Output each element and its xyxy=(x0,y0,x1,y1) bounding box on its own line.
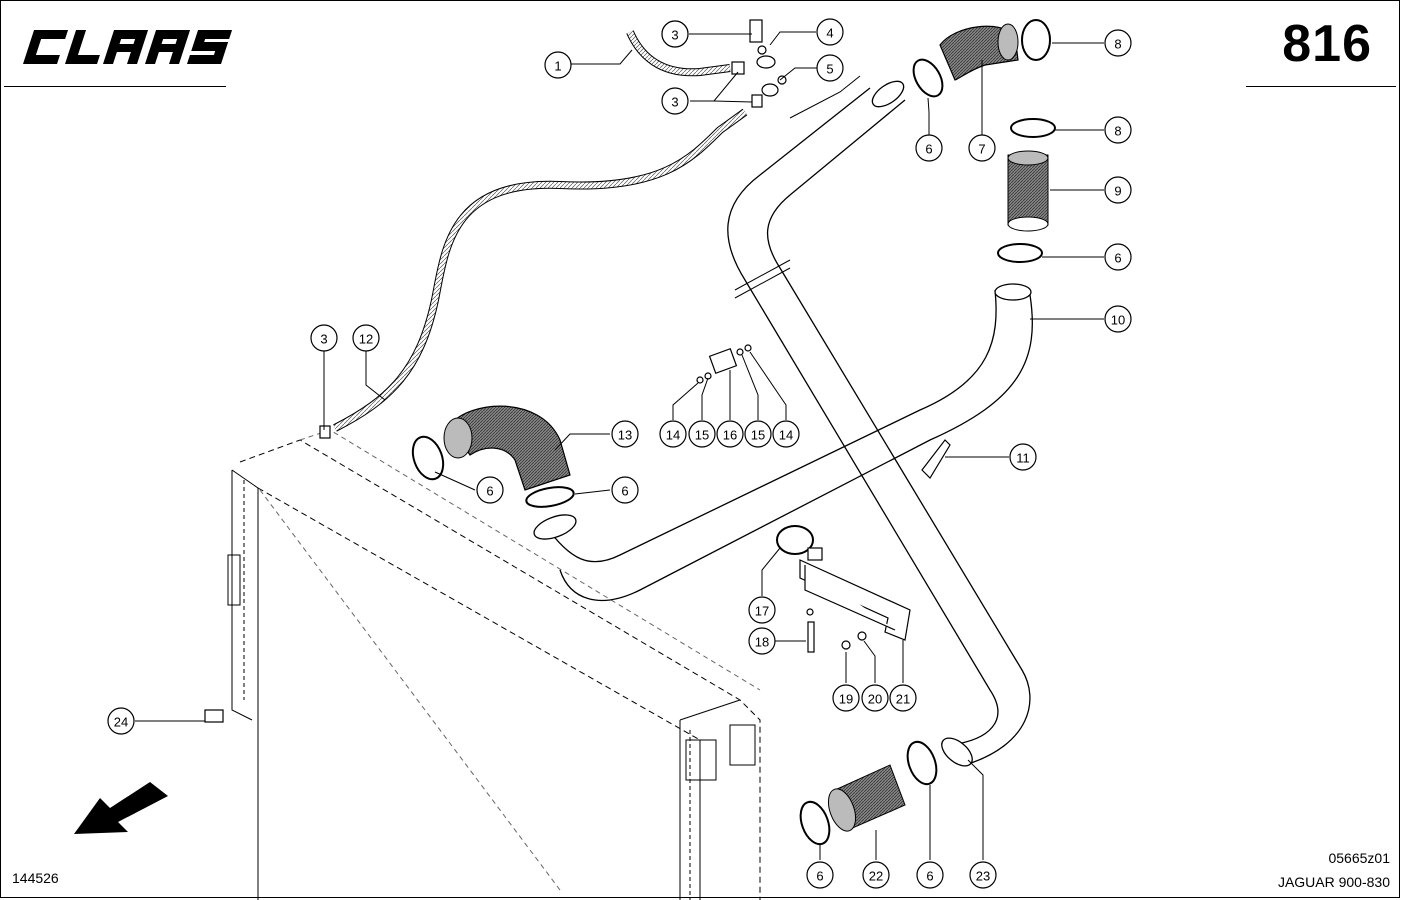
callout-15: 15 xyxy=(688,420,716,448)
callout-number: 15 xyxy=(695,428,709,443)
callout-3: 3 xyxy=(661,87,689,115)
callout-number: 4 xyxy=(826,26,833,41)
callout-number: 14 xyxy=(666,428,680,443)
callout-number: 21 xyxy=(896,692,910,707)
direction-arrow xyxy=(74,782,168,834)
callout-number: 13 xyxy=(618,428,632,443)
callout-4: 4 xyxy=(816,18,844,46)
pipe-bracket xyxy=(799,547,911,653)
callout-5: 5 xyxy=(816,54,844,82)
water-hose xyxy=(333,30,748,432)
callout-number: 3 xyxy=(320,332,327,347)
callout-number: 17 xyxy=(755,604,769,619)
callout-1: 1 xyxy=(544,51,572,79)
callout-number: 20 xyxy=(868,692,882,707)
callout-6: 6 xyxy=(806,861,834,889)
callout-6: 6 xyxy=(915,134,943,162)
callout-24: 24 xyxy=(107,707,135,735)
callout-number: 12 xyxy=(359,332,373,347)
callout-number: 11 xyxy=(1016,451,1030,466)
hose-clamps xyxy=(411,19,1056,846)
callout-21: 21 xyxy=(889,684,917,712)
sleeve-9 xyxy=(1007,150,1049,232)
callout-labels: 1234538678961031213661415161514111718192… xyxy=(107,18,1132,889)
sleeve-22 xyxy=(827,764,906,832)
callout-6: 6 xyxy=(1104,243,1132,271)
callout-number: 6 xyxy=(1114,251,1121,266)
callout-number: 8 xyxy=(1114,124,1121,139)
callout-13: 13 xyxy=(611,420,639,448)
callout-number: 6 xyxy=(486,484,493,499)
small-fittings xyxy=(204,19,951,723)
callout-number: 8 xyxy=(1114,37,1121,52)
callout-number: 16 xyxy=(723,428,737,443)
callout-6: 6 xyxy=(916,861,944,889)
callout-8: 8 xyxy=(1104,29,1132,57)
callout-number: 7 xyxy=(978,142,985,157)
callout-15: 15 xyxy=(744,420,772,448)
callout-14: 14 xyxy=(659,420,687,448)
claas-logo xyxy=(23,30,233,64)
callout-number: 6 xyxy=(816,869,823,884)
callout-number: 24 xyxy=(114,715,128,730)
callout-number: 5 xyxy=(826,62,833,77)
callout-number: 6 xyxy=(925,142,932,157)
callout-number: 19 xyxy=(839,692,853,707)
callout-3: 3 xyxy=(661,20,689,48)
page-number: 816 xyxy=(1282,15,1372,73)
callout-number: 3 xyxy=(671,95,678,110)
callout-6: 6 xyxy=(611,476,639,504)
radiator xyxy=(227,429,761,900)
callout-18: 18 xyxy=(748,627,776,655)
reference-code: 05665z01 xyxy=(1328,850,1390,866)
drawing-number: 144526 xyxy=(12,870,59,886)
callout-number: 1 xyxy=(554,59,561,74)
callout-12: 12 xyxy=(352,324,380,352)
rubber-elbow-7 xyxy=(939,23,1019,81)
callout-23: 23 xyxy=(969,861,997,889)
callout-number: 14 xyxy=(779,428,793,443)
callout-number: 10 xyxy=(1111,313,1125,328)
page-number-underline xyxy=(1246,86,1396,87)
callout-6: 6 xyxy=(476,476,504,504)
callout-20: 20 xyxy=(861,684,889,712)
callout-number: 3 xyxy=(671,28,678,43)
callout-14: 14 xyxy=(772,420,800,448)
callout-3: 3 xyxy=(310,324,338,352)
callout-16: 16 xyxy=(716,420,744,448)
callout-number: 15 xyxy=(751,428,765,443)
rubber-elbow-13 xyxy=(443,405,571,491)
callout-number: 6 xyxy=(926,869,933,884)
callout-number: 9 xyxy=(1114,184,1121,199)
callout-number: 22 xyxy=(869,869,883,884)
callout-9: 9 xyxy=(1104,176,1132,204)
callout-number: 18 xyxy=(755,635,769,650)
callout-17: 17 xyxy=(748,596,776,624)
charge-air-pipe-23 xyxy=(727,80,1031,767)
leader-lines xyxy=(135,31,1104,860)
callout-19: 19 xyxy=(832,684,860,712)
callout-11: 11 xyxy=(1009,443,1037,471)
callout-number: 23 xyxy=(976,869,990,884)
logo-underline xyxy=(4,86,226,87)
model-name: JAGUAR 900-830 xyxy=(1277,874,1390,890)
callout-10: 10 xyxy=(1104,305,1132,333)
callout-number: 6 xyxy=(621,484,628,499)
callout-22: 22 xyxy=(862,861,890,889)
charge-air-pipe-10 xyxy=(533,283,1033,602)
callout-8: 8 xyxy=(1104,116,1132,144)
callout-7: 7 xyxy=(968,134,996,162)
